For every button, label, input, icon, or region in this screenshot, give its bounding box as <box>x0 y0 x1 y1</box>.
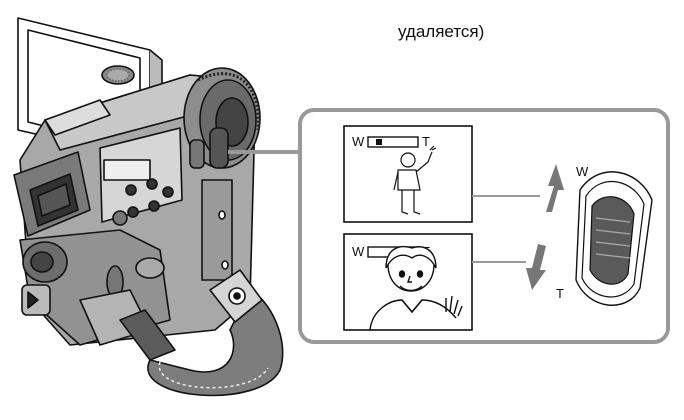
viewfinder <box>13 151 91 237</box>
hand-strap <box>119 269 284 397</box>
arrow-down-label: T <box>556 286 564 301</box>
arrow-down-tele <box>526 244 546 290</box>
zoom-indicator-t-letter: T <box>422 134 430 149</box>
person-close-up <box>369 245 463 331</box>
zoom-indicator-w-letter: W <box>352 244 365 259</box>
zoom-indicator-w-letter: W <box>352 134 365 149</box>
camcorder <box>13 17 284 397</box>
zoom-indicator-marker <box>376 139 382 145</box>
zoom-lever-detail <box>575 171 653 306</box>
body-buttons <box>112 178 174 226</box>
viewfinder-frame-wide: W T <box>343 125 473 223</box>
person-full-body <box>393 145 437 215</box>
body-zoom-lever <box>189 127 229 169</box>
power-dial <box>22 241 68 283</box>
viewfinder-frame-tele: W T <box>343 233 473 331</box>
speaker-grille <box>101 65 135 85</box>
zoom-indicator-bar <box>367 136 419 148</box>
caption-text: удаляется) <box>398 22 485 41</box>
arrow-up-label: W <box>576 164 589 179</box>
zoom-detail-panel: W T W T <box>298 108 670 344</box>
arrow-up-wide <box>546 164 564 212</box>
